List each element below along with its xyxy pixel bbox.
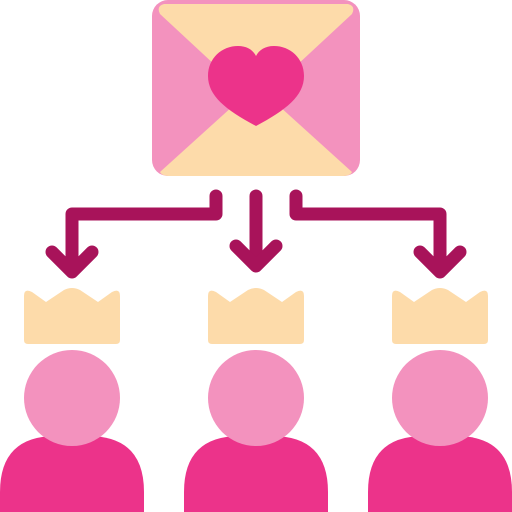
recipient-right bbox=[368, 288, 512, 512]
arrow-head-center bbox=[229, 239, 283, 273]
crown-icon bbox=[24, 288, 120, 344]
person-body bbox=[184, 436, 328, 512]
person-head bbox=[392, 350, 488, 446]
arrow-head-right bbox=[413, 245, 467, 279]
arrow-down-icon-left bbox=[65, 189, 223, 277]
person-body bbox=[368, 436, 512, 512]
heart-icon bbox=[208, 46, 304, 126]
crown-icon bbox=[208, 288, 304, 344]
envelope-top-flap bbox=[158, 4, 354, 97]
envelope-bottom-flap bbox=[160, 91, 352, 176]
recipient-center bbox=[184, 288, 328, 512]
person-head bbox=[208, 350, 304, 446]
arrow-down-icon-right bbox=[289, 189, 447, 277]
envelope-icon bbox=[152, 0, 360, 176]
recipient-left bbox=[0, 288, 144, 512]
arrows-group bbox=[45, 189, 467, 279]
person-body bbox=[0, 436, 144, 512]
person-head bbox=[24, 350, 120, 446]
crown-icon bbox=[392, 288, 488, 344]
arrow-head-left bbox=[45, 245, 99, 279]
